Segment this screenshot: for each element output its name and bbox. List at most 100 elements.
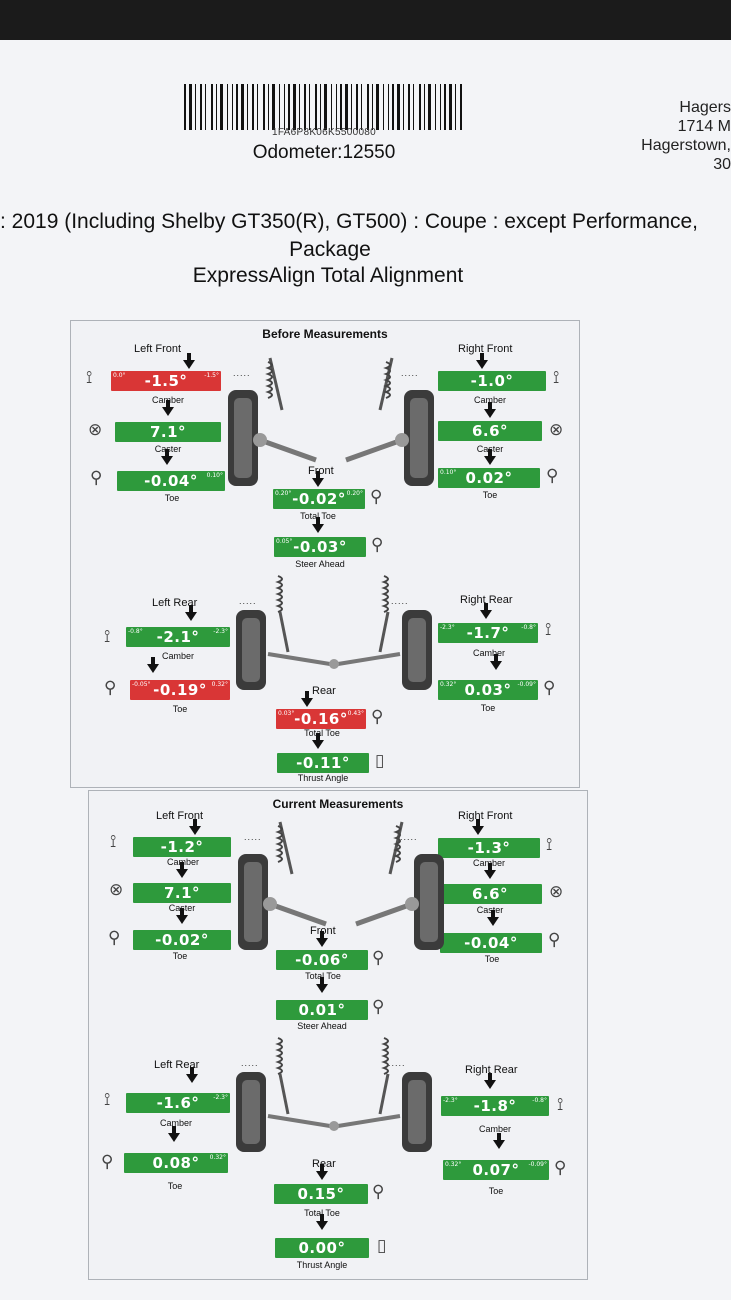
- target-arrow-icon: [476, 353, 488, 369]
- service-name: ExpressAlign Total Alignment: [192, 264, 464, 287]
- dotted-leader: .....: [239, 596, 257, 606]
- target-arrow-icon: [176, 908, 188, 924]
- toe-icon: ⚲: [90, 468, 103, 488]
- front-steer-ahead-gauge: 0.05°-0.03°: [274, 537, 366, 557]
- right-front-camber-gauge: -1.0°: [438, 371, 546, 391]
- thrust-icon: ▯: [375, 751, 385, 771]
- measurement-label: Steer Ahead: [295, 559, 345, 569]
- measured-value: 7.1°: [163, 884, 201, 902]
- measurement-label: Toe: [164, 493, 180, 503]
- measurement-label: Toe: [484, 954, 500, 964]
- measurement-label: Total Toe: [304, 728, 340, 738]
- range-min: 0.0°: [113, 372, 126, 379]
- dotted-leader: .....: [244, 832, 262, 842]
- range-min: 0.32°: [445, 1161, 462, 1168]
- target-arrow-icon: [316, 1164, 328, 1180]
- measured-value: -0.19°: [153, 681, 207, 699]
- measured-value: -1.0°: [470, 372, 514, 390]
- measured-value: -1.6°: [156, 1094, 200, 1112]
- panel-title: Current Measurements: [272, 797, 404, 811]
- measurement-label: Camber: [473, 395, 506, 405]
- left-front-camber-gauge: 0.0° -1.5° -1.5°: [111, 371, 221, 391]
- left-front-toe-gauge: 0.10°-0.04°: [117, 471, 225, 491]
- range-min: 0.10°: [440, 469, 457, 476]
- range-max: -0.8°: [532, 1097, 547, 1104]
- target-arrow-icon: [484, 863, 496, 879]
- range-min: -2.3°: [443, 1097, 458, 1104]
- camber-icon: ⟟: [557, 1095, 564, 1115]
- measured-value: -1.3°: [467, 839, 511, 857]
- measured-value: 0.15°: [297, 1185, 345, 1203]
- measured-value: -0.02°: [292, 490, 346, 508]
- target-arrow-icon: [472, 819, 484, 835]
- toe-icon: ⚲: [543, 678, 556, 698]
- range-max: -0.09°: [528, 1161, 547, 1168]
- target-arrow-icon: [312, 733, 324, 749]
- measured-value: -0.04°: [464, 934, 518, 952]
- range-min: -0.8°: [128, 628, 143, 635]
- toe-icon: ⚲: [104, 678, 117, 698]
- right-front-caster-gauge: 6.6°: [438, 421, 542, 441]
- right-front-label: Right Front: [458, 343, 513, 355]
- right-rear-label: Right Rear: [460, 594, 513, 606]
- range-min: 0.20°: [275, 490, 292, 497]
- caster-icon: ⊗: [549, 420, 564, 440]
- measurement-label: Toe: [172, 704, 188, 714]
- right-rear-toe-gauge: 0.32°-0.09°0.03°: [438, 680, 538, 700]
- rear-total-toe-gauge: 0.15°: [274, 1184, 368, 1204]
- toe-icon: ⚲: [372, 948, 385, 968]
- range-max: -0.09°: [517, 681, 536, 688]
- range-min: -2.3°: [440, 624, 455, 631]
- rear-suspension-illustration: [236, 1037, 432, 1152]
- range-min: -0.05°: [132, 681, 151, 688]
- measurement-label: Total Toe: [300, 511, 336, 521]
- right-rear-toe-gauge: 0.32°-0.09°0.07°: [443, 1160, 549, 1180]
- measured-value: 0.00°: [298, 1239, 346, 1257]
- toe-icon: ⚲: [371, 707, 384, 727]
- measured-value: -1.8°: [473, 1097, 517, 1115]
- right-front-toe-gauge: -0.04°: [440, 933, 542, 953]
- range-max: -0.8°: [521, 624, 536, 631]
- measurement-label: Total Toe: [305, 971, 341, 981]
- measurement-label: Toe: [480, 703, 496, 713]
- range-max: -1.5°: [204, 372, 219, 379]
- right-rear-camber-gauge: -2.3°-0.8°-1.7°: [438, 623, 538, 643]
- dotted-leader: .....: [400, 832, 418, 842]
- right-rear-label: Right Rear: [465, 1064, 518, 1076]
- toe-icon: ⚲: [370, 487, 383, 507]
- range-max: -2.3°: [213, 628, 228, 635]
- toe-icon: ⚲: [546, 466, 559, 486]
- vin-number: 1FA6P8K06K5500080: [271, 127, 377, 138]
- left-rear-toe-gauge: -0.05°0.32°-0.19°: [130, 680, 230, 700]
- left-rear-camber-gauge: -2.3° -1.6°: [126, 1093, 230, 1113]
- camber-icon: ⟟: [110, 832, 117, 852]
- range-max: 0.43°: [347, 710, 364, 717]
- rear-suspension-illustration: [236, 575, 432, 690]
- measured-value: 0.01°: [298, 1001, 346, 1019]
- left-front-label: Left Front: [156, 810, 204, 822]
- measured-value: 0.03°: [464, 681, 512, 699]
- right-front-camber-gauge: -1.3°: [438, 838, 540, 858]
- target-arrow-icon: [316, 977, 328, 993]
- measured-value: -0.04°: [144, 472, 198, 490]
- front-axle-label: Front: [308, 465, 334, 477]
- measured-value: 6.6°: [471, 885, 509, 903]
- measured-value: -0.11°: [296, 754, 350, 772]
- toe-icon: ⚲: [554, 1158, 567, 1178]
- measured-value: -1.5°: [144, 372, 188, 390]
- steer-icon: ⚲: [371, 535, 384, 555]
- measured-value: -0.06°: [295, 951, 349, 969]
- measured-value: 0.08°: [152, 1154, 200, 1172]
- target-arrow-icon: [162, 400, 174, 416]
- range-max: -2.3°: [213, 1094, 228, 1101]
- left-front-caster-gauge: 7.1°: [133, 883, 231, 903]
- target-arrow-icon: [480, 603, 492, 619]
- vehicle-description-package: Package: [289, 238, 371, 261]
- measurement-label: Toe: [167, 1181, 183, 1191]
- dotted-leader: .....: [388, 1058, 406, 1068]
- left-front-toe-gauge: -0.02°: [133, 930, 231, 950]
- target-arrow-icon: [183, 353, 195, 369]
- target-arrow-icon: [176, 862, 188, 878]
- measurement-label: Toe: [172, 951, 188, 961]
- measurement-label: Camber: [472, 648, 505, 658]
